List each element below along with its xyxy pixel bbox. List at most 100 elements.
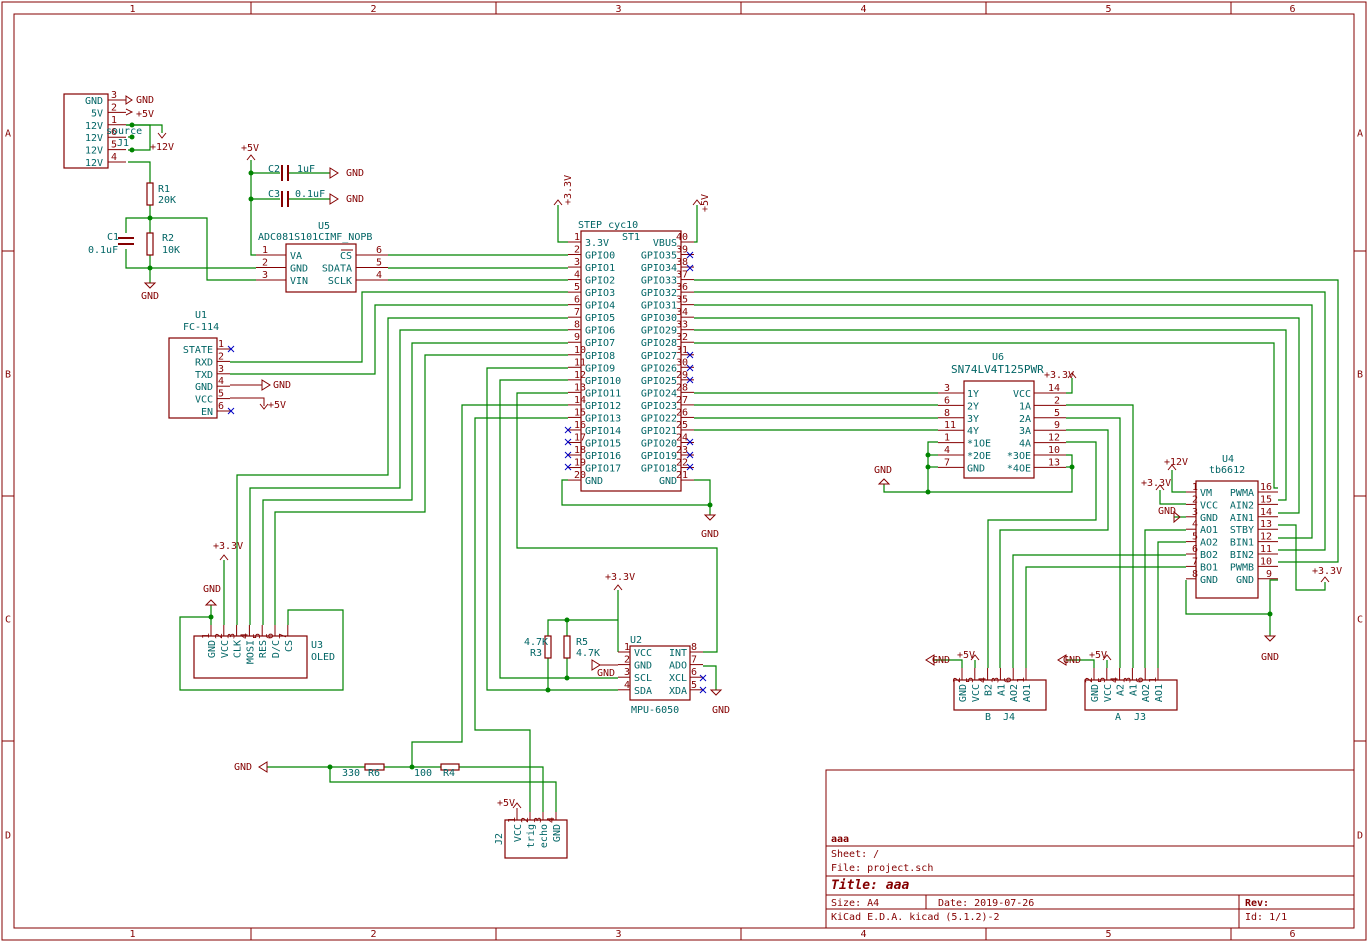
u6-pin-label: 4Y [967, 426, 979, 437]
u6-pin-number: 14 [1048, 383, 1060, 394]
j2-pin-number: 4 [546, 817, 557, 823]
st1-pin-label: GPIO0 [585, 251, 615, 262]
u1-pin-label: VCC [195, 395, 213, 406]
grid-col-top: 5 [1105, 4, 1111, 15]
grid-row-left: C [5, 615, 11, 626]
u2-pin-label: SCL [634, 673, 652, 684]
grid-col-top: 2 [370, 4, 376, 15]
j2-pin-number: 2 [520, 817, 531, 823]
u6-pin-number: 3 [944, 383, 950, 394]
title-id: Id: 1/1 [1245, 912, 1287, 923]
u6-pin-number: 5 [1054, 408, 1060, 419]
u1-pin-number: 4 [218, 376, 224, 387]
net-12v-j1: +12V [150, 142, 174, 153]
st1-pin-number: 31 [676, 345, 688, 356]
j3-pin-label: AO2 [1141, 684, 1152, 702]
passives: R1 20K R2 10K C1 0.1uF C2 1uF C3 0.1uF 4… [88, 164, 600, 779]
st1-pin-label: GPIO28 [641, 338, 677, 349]
u4-pin-label: GND [1236, 575, 1254, 586]
st1-pin-number: 18 [574, 445, 586, 456]
u3-pin-label: CLK [233, 640, 244, 658]
u6-pin-number: 4 [944, 445, 950, 456]
j4-pin-label: GND [958, 684, 969, 702]
net-gnd-oled: GND [203, 584, 221, 595]
u1-pin-number: 2 [218, 351, 224, 362]
st1-pin-number: 21 [676, 470, 688, 481]
st1-pin-number: 32 [676, 332, 688, 343]
j4-pin-label: B2 [984, 684, 995, 696]
u3-pin-label: GND [207, 640, 218, 658]
u4-pin-number: 5 [1192, 532, 1198, 543]
st1-pin-label: GPIO26 [641, 363, 677, 374]
st1-pin-number: 27 [676, 395, 688, 406]
u1-pin-number: 3 [218, 364, 224, 375]
grid-col-bottom: 3 [615, 929, 621, 940]
u2-pin-label: VCC [634, 648, 652, 659]
u5-ref: U5 [318, 221, 330, 232]
j1-pin-number: 4 [111, 152, 117, 163]
st1-pin-number: 23 [676, 445, 688, 456]
net-gnd-c3: GND [346, 194, 364, 205]
u3-pin-number: 6 [265, 633, 276, 639]
chip-st1: STEP cyc10 ST1 3.3V1GPIO02GPIO13GPIO24GP… [568, 220, 694, 492]
j2-pin-label: echo [539, 824, 550, 848]
j4-pin-label: AO1 [1022, 684, 1033, 702]
grid-col-bottom: 6 [1289, 929, 1295, 940]
j2-pin-label: GND [552, 824, 563, 842]
u5-pin-label: SCLK [328, 276, 352, 287]
net-33v-u4: +3.3V [1141, 478, 1171, 489]
c2-ref: C2 [268, 164, 280, 175]
r3-ref: R3 [530, 648, 542, 659]
st1-pin-label: GPIO17 [585, 464, 621, 475]
u6-pin-number: 6 [944, 395, 950, 406]
u4-pin-number: 8 [1192, 569, 1198, 580]
c1-ref: C1 [107, 232, 119, 243]
st1-pin-label: GPIO35 [641, 251, 677, 262]
u6-pin-label: 2Y [967, 401, 979, 412]
grid-row-left: D [5, 831, 11, 842]
u6-pin-label: 3Y [967, 414, 979, 425]
net-gnd-mpu: GND [597, 668, 615, 679]
j4-ref: J4 [1003, 712, 1015, 723]
st1-pin-number: 26 [676, 407, 688, 418]
st1-pin-number: 36 [676, 282, 688, 293]
j4-pin-number: 6 [1003, 677, 1014, 683]
u4-pin-label: BO1 [1200, 562, 1218, 573]
r4-ref: R4 [443, 768, 455, 779]
u6-pin-number: 1 [944, 433, 950, 444]
st1-pin-label: GPIO29 [641, 326, 677, 337]
title-block: aaa Sheet: / File: project.sch Title: aa… [825, 769, 1355, 929]
u5-pin-label: GND [290, 264, 308, 275]
u2-pin-number: 2 [624, 655, 630, 666]
st1-pin-label: GPIO19 [641, 451, 677, 462]
st1-pin-number: 20 [574, 470, 586, 481]
grid-col-top: 1 [129, 4, 135, 15]
u6-value: SN74LV4T125PWR [951, 363, 1044, 376]
c2-value: 1uF [297, 164, 315, 175]
r5-ref: R5 [576, 637, 588, 648]
u3-ref: U3 [311, 640, 323, 651]
u6-pin-number: 12 [1048, 433, 1060, 444]
u2-pin-label: GND [634, 661, 652, 672]
j4-pin-label: VCC [971, 684, 982, 702]
st1-pin-number: 22 [676, 458, 688, 469]
st1-value: STEP cyc10 [578, 220, 638, 231]
st1-pin-label: GPIO24 [641, 388, 677, 399]
u6-pin-label: *2OE [967, 451, 991, 462]
st1-pin-label: GPIO30 [641, 313, 677, 324]
u4-pin-label: BIN2 [1230, 550, 1254, 561]
net-gnd-u6: GND [874, 465, 892, 476]
st1-pin-label: GPIO32 [641, 288, 677, 299]
u6-pin-label: 1A [1019, 401, 1031, 412]
u4-pin-label: STBY [1230, 525, 1254, 536]
st1-pin-number: 33 [676, 320, 688, 331]
j1-pin-label: GND [85, 96, 103, 107]
u6-pin-number: 11 [944, 420, 956, 431]
u4-pin-label: BIN1 [1230, 538, 1254, 549]
j3-pin-number: 6 [1135, 677, 1146, 683]
j2-pin-label: trig [526, 824, 537, 848]
